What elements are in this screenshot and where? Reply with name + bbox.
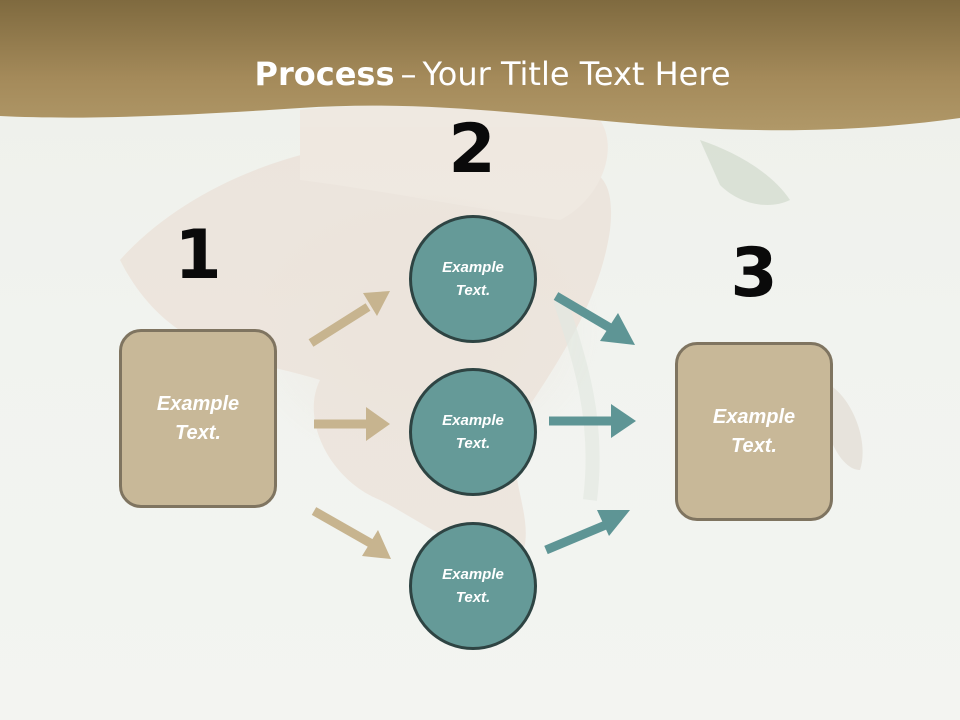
- arrow-left-to-bottom: [311, 507, 391, 559]
- circle-middle-text: Example Text.: [442, 412, 504, 452]
- arrow-bottom-to-right: [544, 510, 630, 555]
- right-box-text: Example Text.: [712, 405, 796, 457]
- circle-top-text: Example Text.: [442, 259, 504, 299]
- circle-bottom-text: Example Text.: [442, 566, 504, 606]
- step-number-1: 1: [174, 216, 222, 295]
- arrow-middle-to-right: [549, 404, 636, 438]
- arrow-left-to-middle: [314, 407, 390, 441]
- step-number-2: 2: [448, 110, 496, 189]
- page-title: Process–Your Title Text Here: [0, 52, 960, 96]
- right-box: Example Text.: [675, 342, 833, 521]
- circle-top: Example Text.: [409, 215, 537, 343]
- left-box-text: Example Text.: [156, 392, 240, 444]
- circle-middle: Example Text.: [409, 368, 537, 496]
- arrow-left-to-top: [308, 291, 390, 347]
- left-box: Example Text.: [119, 329, 277, 508]
- header-band: [0, 0, 960, 131]
- title-separator: –: [400, 55, 417, 93]
- step-number-3: 3: [730, 234, 778, 313]
- title-rest: Your Title Text Here: [422, 55, 731, 93]
- arrow-top-to-right: [553, 292, 635, 345]
- title-bold: Process: [254, 55, 395, 93]
- circle-bottom: Example Text.: [409, 522, 537, 650]
